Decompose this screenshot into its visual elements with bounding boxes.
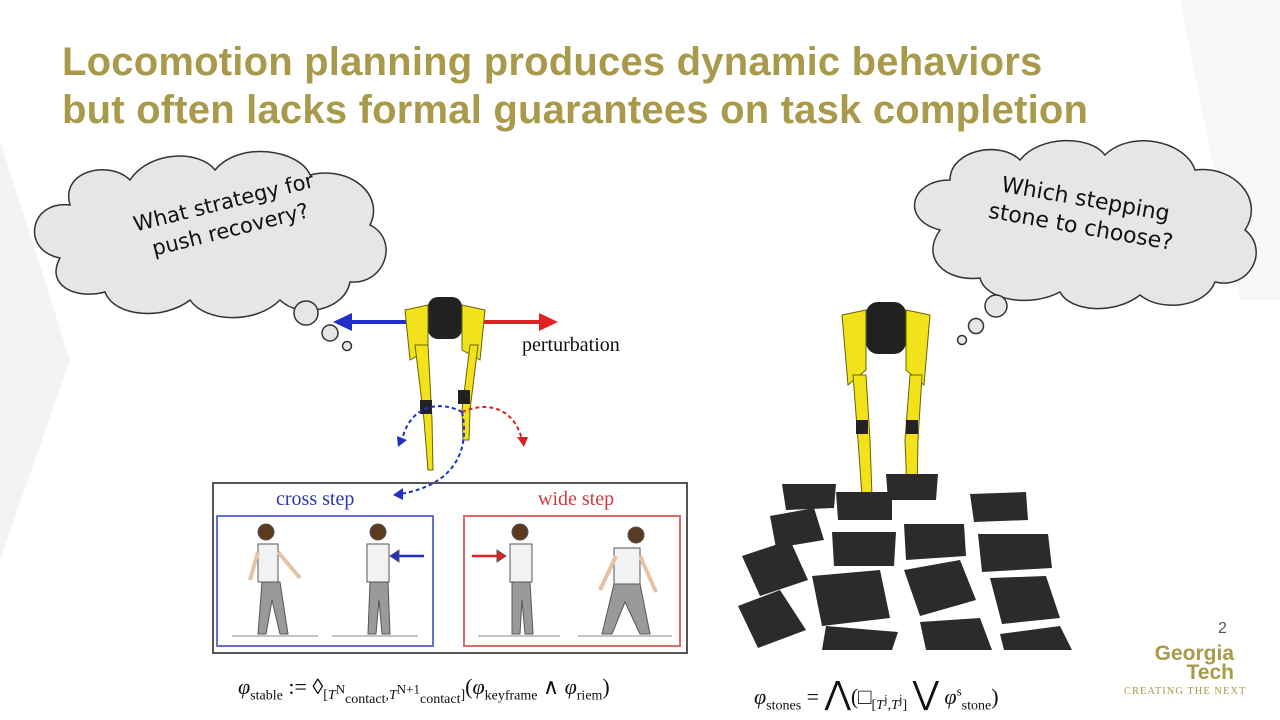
page-number: 2: [1218, 620, 1227, 637]
formula-stable: φstable := ◊[TNcontact,TN+1contact](φkey…: [238, 674, 610, 708]
cross-step-box: [216, 515, 434, 647]
step-strategy-panel: [212, 482, 688, 654]
wide-step-box: [463, 515, 681, 647]
logo-line-1: Georgia: [1154, 642, 1234, 665]
logo-wordmark: Georgia Tech: [1124, 642, 1234, 684]
thought-cloud-right: [913, 139, 1257, 346]
slide-title: Locomotion planning produces dynamic beh…: [62, 38, 1222, 134]
robot-right: [841, 302, 931, 497]
wide-step-label: wide step: [538, 488, 615, 510]
title-line-1: Locomotion planning produces dynamic beh…: [62, 40, 1043, 84]
perturbation-label: perturbation: [522, 334, 620, 356]
robot-left: [333, 297, 558, 500]
georgia-tech-logo: Georgia Tech CREATING THE NEXT: [1124, 642, 1264, 704]
stepping-stones: [738, 474, 1072, 650]
title-line-2: but often lacks formal guarantees on tas…: [62, 88, 1089, 132]
logo-line-2: Tech: [1186, 661, 1234, 684]
logo-tagline: CREATING THE NEXT: [1124, 686, 1247, 697]
thought-cloud-left: [33, 150, 387, 352]
cross-step-label: cross step: [276, 488, 355, 510]
human-figures: [232, 523, 672, 637]
formula-stones: φstones = ⋀(□[Tj,Tj] ⋁ φsstone): [754, 675, 999, 714]
